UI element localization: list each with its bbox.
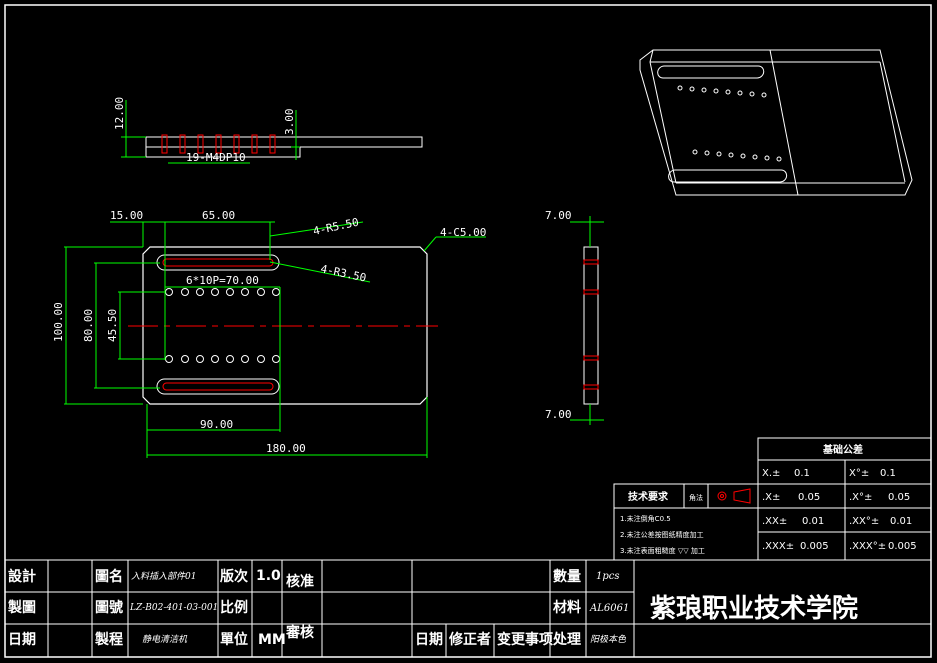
unit-label: 單位 bbox=[220, 631, 248, 648]
lower-slot bbox=[156, 378, 280, 395]
process-label: 製程 bbox=[94, 631, 123, 648]
qty-value: 1pcs bbox=[596, 571, 620, 582]
projection-symbol bbox=[717, 488, 751, 504]
process-value: 静电清洁机 bbox=[142, 634, 188, 645]
edge-dim: 15.00 bbox=[110, 209, 143, 222]
width-total-dim: 180.00 bbox=[266, 442, 306, 455]
tech-req-item-3: 3.未注表面粗糙度 ▽▽ 加工 bbox=[620, 546, 705, 555]
holes-lower-row bbox=[165, 355, 280, 363]
thread-note: 19-M4DP10 bbox=[186, 151, 246, 164]
tol-r2-c2: .XX°± bbox=[849, 516, 879, 527]
material-value: AL6061 bbox=[589, 603, 629, 614]
review-label: 審核 bbox=[285, 624, 314, 641]
check-label: 核准 bbox=[286, 573, 314, 590]
tolerance-title: 基础公差 bbox=[822, 443, 863, 456]
change-label: 变更事项 bbox=[497, 631, 553, 648]
number-value: LZ-B02-401-03-001 bbox=[129, 603, 218, 613]
tech-requirements: 技术要求 角法 1.未注倒角C0.5 2.未注公差按图纸精度加工 3.未注表面粗… bbox=[613, 483, 759, 561]
radius-outer-label: 4-R5.50 bbox=[312, 216, 360, 238]
number-label: 圖號 bbox=[95, 599, 123, 616]
treatment-label: 处理 bbox=[552, 631, 581, 648]
holes-upper-row bbox=[165, 288, 280, 296]
tolerance-table: 基础公差 X.± 0.1 X°± 0.1 .X± 0.05 .X°± 0.05 … bbox=[757, 437, 932, 561]
version-label: 版次 bbox=[220, 568, 248, 585]
upper-slot bbox=[156, 254, 280, 271]
name-value: 入料插入部件01 bbox=[131, 571, 196, 582]
tech-req-item-1: 1.未注倒角C0.5 bbox=[620, 514, 671, 523]
top-depth-dim: 3.00 bbox=[283, 109, 296, 136]
name-label: 圖名 bbox=[95, 568, 123, 585]
width-mid-dim: 90.00 bbox=[200, 418, 233, 431]
version-value: 1.0 bbox=[256, 568, 281, 584]
tol-r2-c0: .XX± bbox=[762, 516, 787, 527]
tol-r3-c1: 0.005 bbox=[800, 541, 829, 552]
school-name: 紫琅职业技术学院 bbox=[650, 593, 858, 624]
side-top-dim: 7.00 bbox=[545, 209, 572, 222]
height-total-dim: 100.00 bbox=[52, 302, 65, 342]
tol-r3-c0: .XXX± bbox=[762, 541, 794, 552]
tol-r3-c3: 0.005 bbox=[888, 541, 917, 552]
tol-r2-c1: 0.01 bbox=[802, 516, 824, 527]
drawing-label: 製圖 bbox=[7, 599, 36, 616]
tol-r0-c3: 0.1 bbox=[880, 468, 896, 479]
isometric-view bbox=[639, 49, 913, 196]
corrector-label: 修正者 bbox=[448, 631, 491, 648]
drawing-frame bbox=[4, 4, 932, 658]
slot-dim: 65.00 bbox=[202, 209, 235, 222]
material-label: 材料 bbox=[553, 599, 581, 616]
top-view: 12.00 3.00 19-M4DP10 bbox=[113, 97, 423, 164]
tol-r0-c0: X.± bbox=[762, 468, 780, 479]
qty-label: 數量 bbox=[553, 568, 581, 585]
treatment-value: 阳极本色 bbox=[590, 634, 627, 645]
tol-r1-c1: 0.05 bbox=[798, 492, 820, 503]
tol-r0-c1: 0.1 bbox=[794, 468, 810, 479]
tol-r2-c3: 0.01 bbox=[890, 516, 912, 527]
date2-label: 日期 bbox=[415, 632, 443, 648]
tol-r1-c3: 0.05 bbox=[888, 492, 910, 503]
top-height-dim: 12.00 bbox=[113, 97, 126, 130]
projection-label: 角法 bbox=[689, 493, 703, 502]
side-bottom-dim: 7.00 bbox=[545, 408, 572, 421]
unit-value: MM bbox=[258, 632, 286, 648]
tol-r3-c2: .XXX°± bbox=[849, 541, 886, 552]
pitch-note: 6*10P=70.00 bbox=[186, 274, 259, 287]
date-label: 日期 bbox=[8, 632, 36, 648]
radius-inner-label: 4-R3.50 bbox=[319, 262, 367, 284]
scale-label: 比例 bbox=[220, 599, 248, 616]
tech-req-item-2: 2.未注公差按图纸精度加工 bbox=[620, 530, 704, 539]
tol-r1-c2: .X°± bbox=[849, 492, 872, 503]
iso-holes bbox=[677, 85, 782, 162]
thread-holes-top bbox=[161, 134, 276, 154]
side-view: 7.00 7.00 bbox=[545, 209, 604, 425]
plan-view: 15.00 65.00 4-R5.50 4-R3.50 4-C5.00 6*10… bbox=[52, 209, 486, 458]
chamfer-label: 4-C5.00 bbox=[440, 226, 486, 239]
height-offset-dim: 45.50 bbox=[106, 309, 119, 342]
tol-r1-c0: .X± bbox=[762, 492, 780, 503]
design-label: 設計 bbox=[8, 568, 36, 585]
height-holes-dim: 80.00 bbox=[82, 309, 95, 342]
title-block: 設計 製圖 日期 圖名 入料插入部件01 圖號 LZ-B02-401-03-00… bbox=[4, 559, 932, 658]
tol-r0-c2: X°± bbox=[849, 468, 869, 479]
tech-req-title: 技术要求 bbox=[628, 490, 669, 503]
